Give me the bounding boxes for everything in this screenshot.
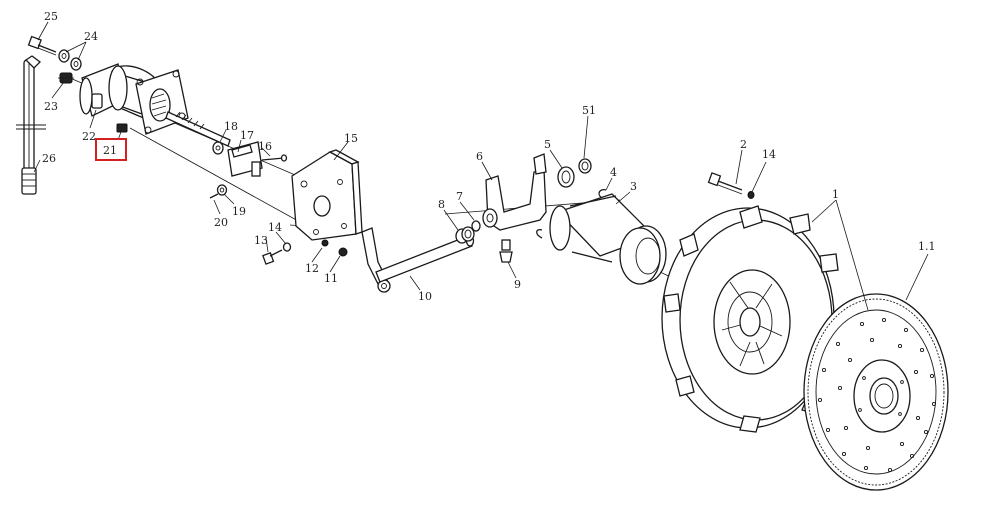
part-15-bracket: [291, 149, 363, 241]
callout-2: 2: [740, 138, 747, 151]
callout-7: 7: [456, 190, 463, 203]
callout-5: 5: [544, 138, 551, 151]
part-1-pressure-plate: [661, 205, 843, 433]
part-2-bolt: [707, 172, 743, 195]
callout-16: 16: [258, 140, 272, 153]
part-4-clip: [598, 188, 607, 199]
part-17-clevis: [227, 141, 263, 177]
callout-10: 10: [418, 290, 432, 303]
part-12-washer: [321, 239, 329, 247]
callout-23: 23: [44, 100, 58, 113]
part-5-bushing: [557, 166, 575, 188]
callout-8: 8: [438, 198, 445, 211]
part-10-shaft-lever: [361, 227, 475, 293]
callout-18: 18: [224, 120, 238, 133]
callout-11: 11: [324, 272, 338, 285]
part-13-bolt: [262, 249, 283, 265]
highlight-box-21: [95, 138, 127, 161]
callout-13: 13: [254, 234, 268, 247]
callout-labels: 25 24 23 22 21 26 18 17 16 15 19 20 14 1…: [42, 10, 936, 303]
callout-24: 24: [84, 30, 98, 43]
part-9-fitting: [499, 239, 513, 263]
part-14-washer-left: [282, 242, 292, 252]
callout-21: 21: [103, 144, 117, 157]
callout-25: 25: [44, 10, 58, 23]
part-16-pin: [261, 154, 288, 162]
part-11-nut: [338, 247, 348, 257]
leader-lines: [33, 21, 929, 311]
callout-1-1: 1.1: [918, 240, 936, 253]
callout-12: 12: [305, 262, 319, 275]
part-26-hose: [16, 55, 46, 195]
part-14-washer-right: [747, 191, 755, 199]
callout-15: 15: [344, 132, 358, 145]
callout-22: 22: [82, 130, 96, 143]
part-23-fitting: [58, 72, 74, 84]
callout-26: 26: [42, 152, 56, 165]
part-6-fork: [482, 153, 547, 231]
callout-3: 3: [630, 180, 637, 193]
part-51-ring: [578, 158, 592, 174]
push-rod: [165, 111, 231, 155]
part-3-bearing-sleeve: [536, 193, 667, 285]
part-19-washer: [216, 184, 228, 196]
booster-cylinder: [79, 63, 189, 135]
callout-6: 6: [476, 150, 483, 163]
callout-51: 51: [582, 104, 596, 117]
part-25-bolt: [27, 35, 57, 56]
callout-14-left: 14: [268, 221, 282, 234]
callout-4: 4: [610, 166, 617, 179]
callout-19: 19: [232, 205, 246, 218]
callout-17: 17: [240, 129, 254, 142]
part-7-bushing: [471, 220, 481, 232]
part-20-cotter-pin: [209, 193, 219, 199]
part-8-bushing: [455, 226, 475, 244]
callout-14-right: 14: [762, 148, 776, 161]
clutch-disc-rivets: [817, 317, 937, 473]
callout-20: 20: [214, 216, 228, 229]
callout-9: 9: [514, 278, 521, 291]
part-24-washers: [58, 49, 82, 71]
callout-1: 1: [832, 188, 839, 201]
part-1-1-clutch-disc: [803, 293, 949, 491]
